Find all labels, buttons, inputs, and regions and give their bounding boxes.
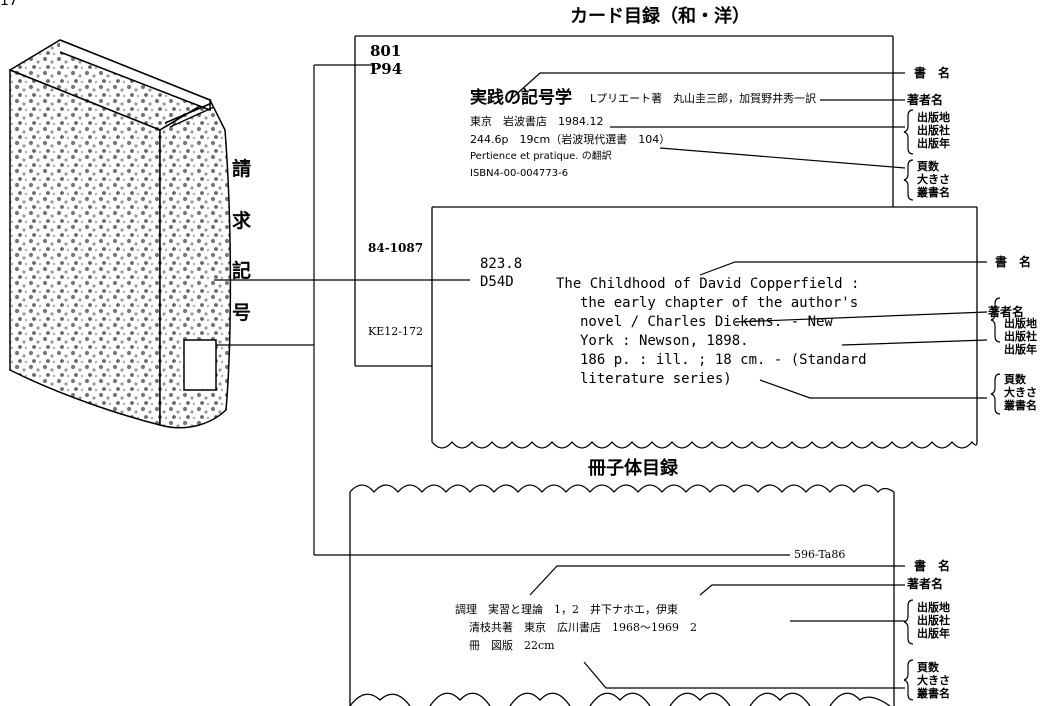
card2-call-number-class: 823.8 [480,256,523,272]
label-pages-2: 頁数 [1004,373,1026,386]
booklet-page [349,484,895,706]
booklet-call-number: 596-Ta86 [794,548,846,561]
label-publisher-2: 出版社 [1004,330,1037,343]
label-pub-year-1: 出版年 [917,137,950,150]
card2-line-3: novel / Charles Dickens. - New [580,314,833,330]
label-author-2: 著者名 [988,305,1025,319]
card1-author: Lプリエート著 丸山圭三郎，加賀野井秀一訳 [590,92,817,105]
card1-call-number-author: P94 [370,60,403,78]
card2-call-number-author: D54D [480,274,514,290]
label-title-3: 書 名 [914,559,951,573]
call-number-label-3: 記 [232,260,252,282]
card2-line-5: 186 p. : ill. ; 18 cm. - (Standard [580,352,867,368]
card1-side-number-1: 84-1087 [368,241,424,255]
card1-note: Pertience et pratique. の翻訳 [470,151,612,162]
book-illustration [8,39,232,429]
label-author-1: 著者名 [907,93,944,107]
label-series-2: 叢書名 [1004,399,1037,412]
card1-title: 実践の記号学 [470,88,572,108]
label-pub-year-3: 出版年 [917,627,950,640]
label-size-3: 大きさ [917,674,950,687]
pointer-lines [509,72,988,689]
label-pub-place-2: 出版地 [1004,317,1037,330]
label-size-2: 大きさ [1004,386,1037,399]
card2-line-4: York : Newson, 1898. [580,333,749,349]
label-author-3: 著者名 [907,577,944,591]
label-series-1: 叢書名 [917,186,950,199]
card2-line-2: the early chapter of the author's [580,295,859,311]
booklet-catalog-title: 冊子体目録 [588,458,678,479]
booklet-line-3: 冊 図版 22cm [469,639,555,652]
card-japanese [354,35,894,367]
label-size-1: 大きさ [917,173,950,186]
card2-line-6: literature series) [580,371,732,387]
card1-publisher: 東京 岩波書店 1984.12 [470,115,604,128]
booklet-line-2: 清枝共著 東京 広川書店 1968～1969 2 [469,621,697,634]
label-pub-year-2: 出版年 [1004,343,1037,356]
card1-call-number-class: 801 [370,42,402,60]
card-catalog-title: カード目録（和・洋） [570,6,750,27]
label-publisher-3: 出版社 [917,614,950,627]
card-western [431,206,978,449]
label-publisher-1: 出版社 [917,124,950,137]
label-title-1: 書 名 [914,66,951,80]
page-number: 17 [0,0,18,9]
label-pages-3: 頁数 [917,661,939,674]
label-pub-place-1: 出版地 [917,111,950,124]
card1-side-number-2: KE12-172 [368,325,423,338]
call-number-label-1: 請 [232,158,252,180]
label-title-2: 書 名 [995,255,1032,269]
call-number-connectors [214,64,790,556]
label-series-3: 叢書名 [917,687,950,700]
booklet-line-1: 調理 実習と理論 1，2 井下ナホエ，伊東 [455,603,678,616]
card1-isbn: ISBN4-00-004773-6 [470,168,569,179]
brace-marks [903,109,1001,701]
card2-line-1: The Childhood of David Copperfield : [556,276,860,292]
label-pub-place-3: 出版地 [917,601,950,614]
call-number-label-4: 号 [232,302,252,324]
call-number-label-2: 求 [232,210,252,232]
label-pages-1: 頁数 [917,160,939,173]
card1-physical: 244.6p 19cm（岩波現代選書 104） [470,133,671,146]
